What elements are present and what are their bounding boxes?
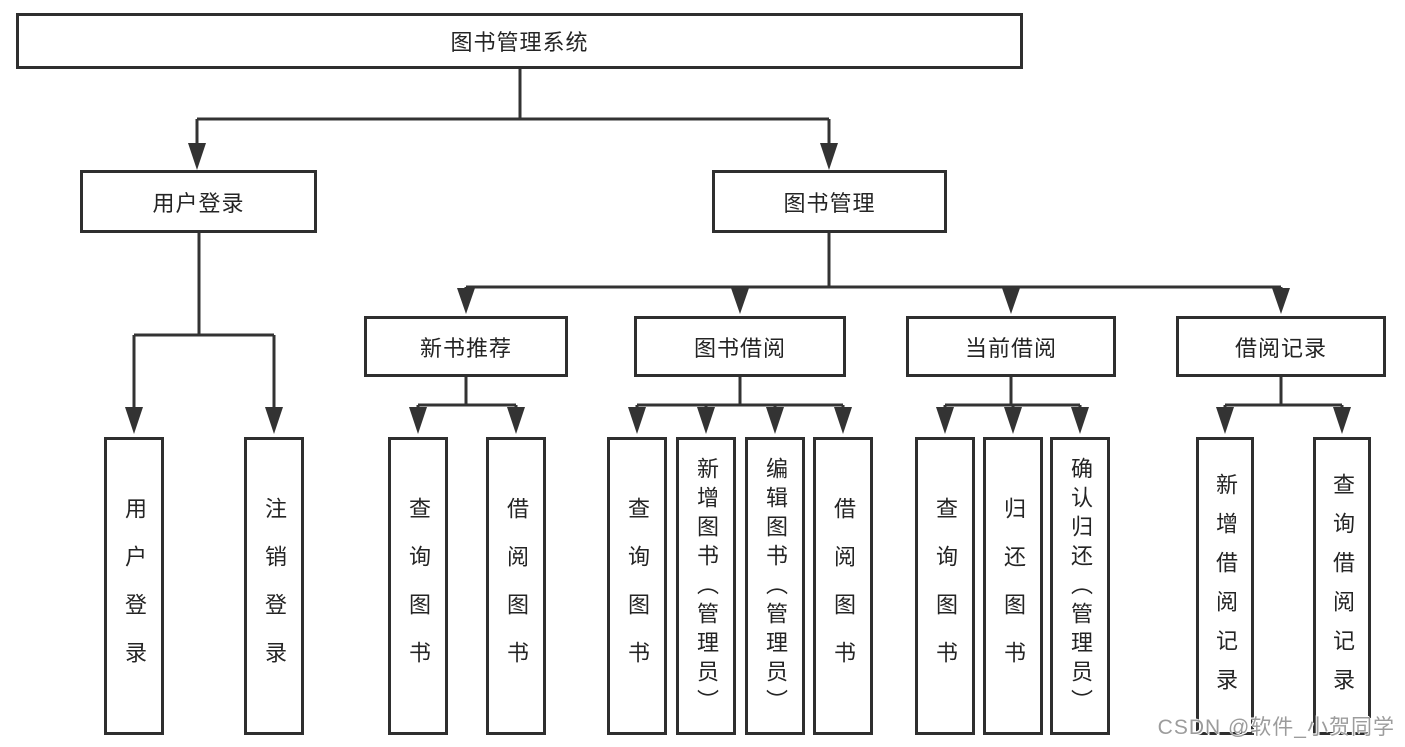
arrowhead-icon bbox=[766, 407, 784, 434]
leaf-current-query-books: 查询图书 bbox=[915, 437, 975, 735]
leaf-borrow-borrow-books-label: 借阅图书 bbox=[831, 496, 856, 689]
leaf-newbook-query-books: 查询图书 bbox=[388, 437, 448, 735]
root-connector bbox=[195, 69, 831, 146]
leaf-current-return-books: 归还图书 bbox=[983, 437, 1043, 735]
node-borrow-records-label: 借阅记录 bbox=[1234, 335, 1327, 361]
node-current-borrow-label: 当前借阅 bbox=[964, 335, 1057, 361]
leaf-borrow-add-book-admin-label: 新增图书（管理员） bbox=[694, 457, 719, 718]
leaf-current-confirm-return-admin-label: 确认归还（管理员） bbox=[1068, 457, 1093, 718]
node-user-login-label: 用户登录 bbox=[152, 190, 245, 216]
leaf-user-login: 用户登录 bbox=[104, 437, 164, 735]
node-user-login: 用户登录 bbox=[80, 170, 317, 233]
node-borrow-records: 借阅记录 bbox=[1176, 316, 1386, 377]
user-login-connector bbox=[132, 233, 276, 408]
leaf-borrow-edit-book-admin-label: 编辑图书（管理员） bbox=[763, 457, 788, 718]
leaf-borrow-borrow-books: 借阅图书 bbox=[813, 437, 873, 735]
node-root: 图书管理系统 bbox=[16, 13, 1023, 69]
arrowhead-icon bbox=[936, 407, 954, 434]
node-book-borrow: 图书借阅 bbox=[634, 316, 846, 377]
node-book-borrow-label: 图书借阅 bbox=[693, 335, 786, 361]
leaf-current-return-books-label: 归还图书 bbox=[1001, 496, 1026, 689]
arrowhead-icon bbox=[1071, 407, 1089, 434]
current-borrow-connector bbox=[943, 377, 1082, 410]
book-management-connector bbox=[464, 233, 1283, 291]
node-book-management: 图书管理 bbox=[712, 170, 947, 233]
leaf-records-add-record-label: 新增借阅记录 bbox=[1213, 473, 1238, 707]
leaf-borrow-add-book-admin: 新增图书（管理员） bbox=[676, 437, 736, 735]
book-borrow-connector bbox=[635, 377, 845, 410]
arrowhead-icon bbox=[409, 407, 427, 434]
node-new-book-recommend-label: 新书推荐 bbox=[419, 335, 512, 361]
csdn-watermark: CSDN @软件_小贺同学 bbox=[1157, 716, 1395, 739]
leaf-borrow-edit-book-admin: 编辑图书（管理员） bbox=[745, 437, 805, 735]
leaf-current-query-books-label: 查询图书 bbox=[933, 496, 958, 689]
arrowhead-icon bbox=[731, 288, 749, 314]
arrowhead-icon bbox=[507, 407, 525, 434]
arrowhead-icon bbox=[820, 143, 838, 170]
leaf-records-add-record: 新增借阅记录 bbox=[1196, 437, 1254, 735]
arrowhead-icon bbox=[628, 407, 646, 434]
borrow-records-connector bbox=[1223, 377, 1344, 410]
leaf-records-query-record: 查询借阅记录 bbox=[1313, 437, 1371, 735]
leaf-newbook-borrow-books-label: 借阅图书 bbox=[504, 496, 529, 689]
leaf-newbook-query-books-label: 查询图书 bbox=[406, 496, 431, 689]
arrowhead-icon bbox=[457, 288, 475, 314]
node-root-label: 图书管理系统 bbox=[450, 30, 589, 55]
arrowhead-icon bbox=[1333, 407, 1351, 434]
leaf-user-login-label: 用户登录 bbox=[122, 496, 147, 689]
new-book-connector bbox=[416, 377, 518, 410]
arrowhead-icon bbox=[697, 407, 715, 434]
arrowhead-icon bbox=[834, 407, 852, 434]
arrowhead-icon bbox=[265, 407, 283, 434]
leaf-logout: 注销登录 bbox=[244, 437, 304, 735]
leaf-logout-label: 注销登录 bbox=[262, 496, 287, 689]
leaf-borrow-query-books: 查询图书 bbox=[607, 437, 667, 735]
leaf-records-query-record-label: 查询借阅记录 bbox=[1330, 473, 1355, 707]
arrowhead-icon bbox=[1272, 288, 1290, 314]
node-new-book-recommend: 新书推荐 bbox=[364, 316, 568, 377]
arrowhead-icon bbox=[1216, 407, 1234, 434]
arrowheads bbox=[125, 143, 1351, 434]
leaf-newbook-borrow-books: 借阅图书 bbox=[486, 437, 546, 735]
leaf-borrow-query-books-label: 查询图书 bbox=[625, 496, 650, 689]
arrowhead-icon bbox=[1004, 407, 1022, 434]
arrowhead-icon bbox=[125, 407, 143, 434]
node-book-management-label: 图书管理 bbox=[783, 190, 876, 216]
node-current-borrow: 当前借阅 bbox=[906, 316, 1116, 377]
arrowhead-icon bbox=[188, 143, 206, 170]
arrowhead-icon bbox=[1002, 288, 1020, 314]
leaf-current-confirm-return-admin: 确认归还（管理员） bbox=[1050, 437, 1110, 735]
